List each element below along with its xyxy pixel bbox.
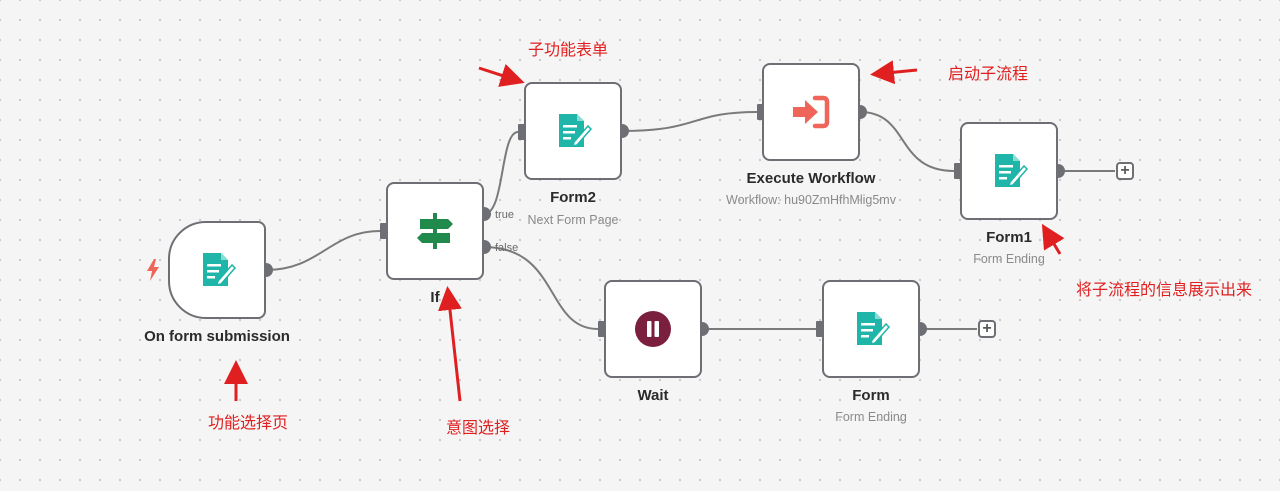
form1-input-handle[interactable]	[954, 163, 961, 179]
form-input-handle[interactable]	[816, 321, 823, 337]
sign-in-icon	[793, 95, 830, 129]
arrow-to-form2	[478, 64, 525, 87]
form1-title: Form1	[986, 229, 1032, 246]
node-form[interactable]	[822, 280, 920, 378]
annotation-form1: 将子流程的信息展示出来	[1076, 280, 1253, 299]
execute-subtitle: Workflow: hu90ZmHfhMlig5mv	[726, 193, 896, 207]
node-wait[interactable]	[604, 280, 702, 378]
connection-form2-execute[interactable]	[621, 111, 758, 132]
annotation-if: 意图选择	[446, 418, 511, 437]
annotation-execute: 启动子流程	[948, 64, 1029, 83]
form-icon	[559, 114, 593, 148]
form2-subtitle: Next Form Page	[527, 213, 619, 227]
if-true-label: true	[495, 209, 514, 221]
node-on-form-submission[interactable]	[168, 221, 266, 319]
form-icon	[203, 253, 237, 287]
node-form1[interactable]	[960, 122, 1058, 220]
annotation-form2: 子功能表单	[528, 40, 609, 59]
connection-trigger-if[interactable]	[265, 230, 381, 271]
form2-title: Form2	[550, 189, 596, 206]
if-input-handle[interactable]	[380, 223, 387, 239]
arrow-to-execute	[870, 60, 918, 85]
arrow-to-if	[438, 286, 462, 402]
node-execute-workflow[interactable]	[762, 63, 860, 161]
connection-execute-form1[interactable]	[859, 111, 955, 172]
form-title: Form	[852, 387, 890, 404]
pause-icon	[635, 311, 671, 347]
arrow-to-form1	[1041, 223, 1065, 255]
signpost-icon	[417, 213, 453, 249]
annotation-trigger: 功能选择页	[208, 413, 289, 432]
form1-add-node-button[interactable]: +	[1116, 162, 1134, 180]
form-icon	[857, 312, 891, 346]
form-subtitle: Form Ending	[835, 410, 907, 424]
wait-input-handle[interactable]	[598, 321, 605, 337]
if-false-label: false	[495, 242, 519, 254]
form1-subtitle: Form Ending	[973, 252, 1045, 266]
form-icon	[995, 154, 1029, 188]
trigger-bolt-icon	[147, 259, 159, 281]
trigger-title: On form submission	[144, 328, 290, 345]
node-form2[interactable]	[524, 82, 622, 180]
form2-input-handle[interactable]	[518, 124, 525, 140]
execute-title: Execute Workflow	[746, 170, 876, 187]
node-if[interactable]	[386, 182, 484, 280]
connection-if-false-wait[interactable]	[483, 246, 599, 330]
wait-title: Wait	[637, 387, 669, 404]
if-title: If	[430, 289, 440, 306]
form-add-node-button[interactable]: +	[978, 320, 996, 338]
